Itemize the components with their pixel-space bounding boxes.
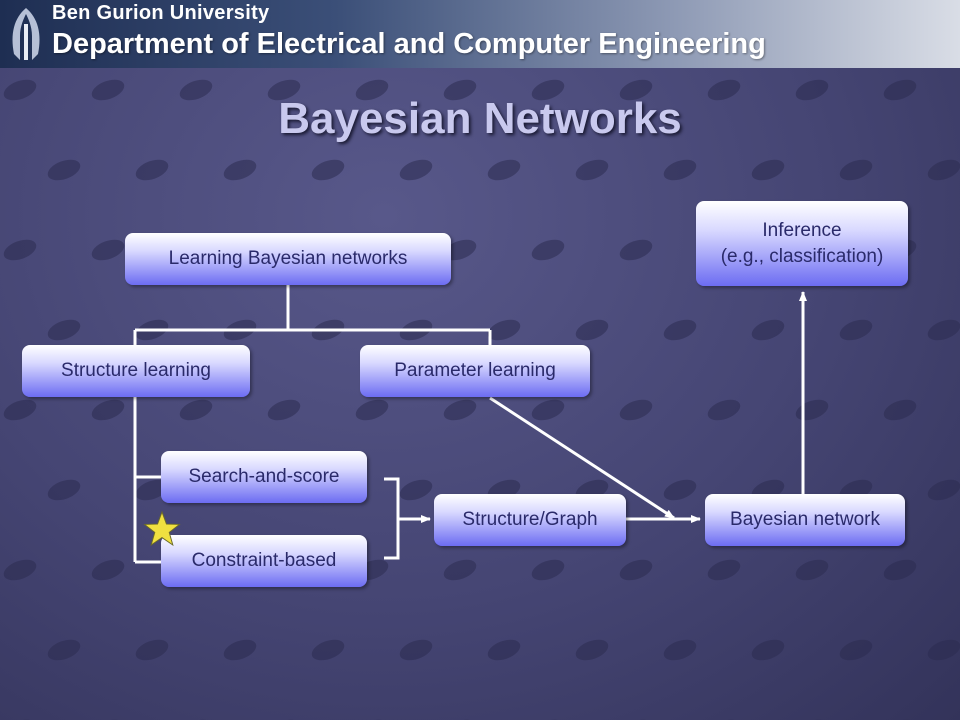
background-dot [839,159,873,181]
background-dot [47,479,81,501]
background-dot [663,479,697,501]
background-dot [883,399,917,421]
background-dot [883,559,917,581]
background-dot [531,399,565,421]
background-dot [883,79,917,101]
background-dot [47,159,81,181]
background-dot [399,159,433,181]
arrow-parameter-to-bn [489,396,675,520]
university-logo-icon [12,8,40,60]
parameter-learning-box: Parameter learning [360,345,590,397]
background-dot [927,639,960,661]
background-dot [707,79,741,101]
background-dot [267,79,301,101]
bayesian-network-label: Bayesian network [730,509,880,531]
header-band [0,0,960,68]
background-dot [3,239,37,261]
background-dot [531,559,565,581]
search-and-score-label: Search-and-score [188,466,340,488]
background-dot [135,639,169,661]
university-name: Ben Gurion University [52,2,270,24]
background-dot [795,79,829,101]
background-dot [531,239,565,261]
inference-box: Inference (e.g., classification) [696,201,908,286]
background-dot [3,559,37,581]
background-dot [355,79,389,101]
constraint-based-box: Constraint-based [161,535,367,587]
search-and-score-box: Search-and-score [161,451,367,503]
background-dot [839,639,873,661]
background-dot [91,399,125,421]
parameter-learning-label: Parameter learning [394,360,556,382]
background-dot [663,319,697,341]
background-dot [135,479,169,501]
inference-label-line2: (e.g., classification) [720,245,884,267]
background-dot [355,399,389,421]
background-dot [487,639,521,661]
bracket-connector [384,477,400,560]
background-dot [443,239,477,261]
background-dot [47,639,81,661]
background-dot [443,79,477,101]
background-dot [751,639,785,661]
background-dot [179,399,213,421]
background-dot [575,319,609,341]
background-dot [751,319,785,341]
background-dot [399,479,433,501]
background-dot [443,399,477,421]
background-dot [927,479,960,501]
background-dot [927,159,960,181]
bayesian-network-box: Bayesian network [705,494,905,546]
background-dot [399,639,433,661]
background-dot [3,399,37,421]
background-dot [751,159,785,181]
background-dot [223,639,257,661]
background-dot [487,159,521,181]
learning-bayesian-networks-box: Learning Bayesian networks [125,233,451,285]
background-dot [487,319,521,341]
background-dot [619,399,653,421]
star-icon [143,510,181,547]
background-dot [619,79,653,101]
background-dot [91,79,125,101]
background-dot [619,559,653,581]
background-dot [311,639,345,661]
background-dot [663,639,697,661]
background-dot [663,159,697,181]
inference-label-line1: Inference [762,219,842,241]
structure-graph-label: Structure/Graph [462,509,598,531]
background-dot [311,159,345,181]
background-dot [619,239,653,261]
background-dot [707,399,741,421]
background-dot [927,319,960,341]
constraint-based-label: Constraint-based [191,550,337,572]
background-dot [795,559,829,581]
structure-graph-box: Structure/Graph [434,494,626,546]
background-dot [267,399,301,421]
background-dot [443,559,477,581]
background-dot [531,79,565,101]
background-dot [839,319,873,341]
learning-bayesian-networks-label: Learning Bayesian networks [168,248,408,270]
background-dot [91,239,125,261]
background-dot [575,639,609,661]
slide-title: Bayesian Networks [278,94,682,143]
background-dot [179,79,213,101]
background-dot [707,559,741,581]
structure-learning-box: Structure learning [22,345,250,397]
background-dot [135,159,169,181]
department-name: Department of Electrical and Computer En… [52,28,766,60]
background-dot [47,319,81,341]
background-dot [223,159,257,181]
structure-learning-label: Structure learning [61,360,211,382]
background-dot [575,159,609,181]
background-dot [3,79,37,101]
background-dot [91,559,125,581]
